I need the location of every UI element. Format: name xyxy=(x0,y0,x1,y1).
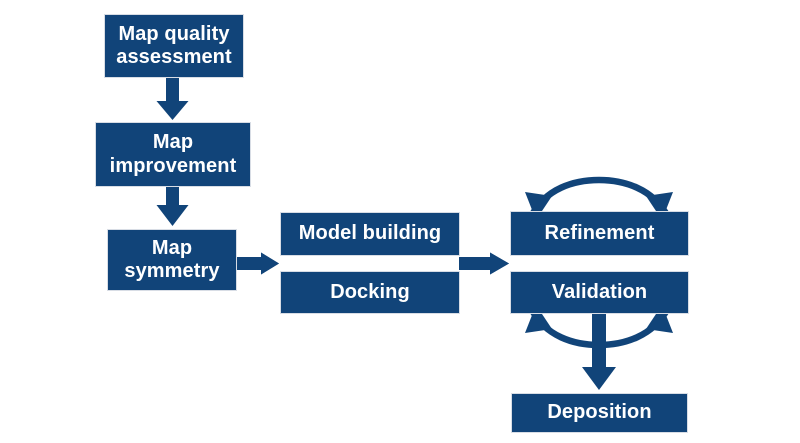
arc-refinement-validation-top xyxy=(525,176,673,220)
node-label: Model building xyxy=(298,222,442,245)
node-deposition[interactable]: Deposition xyxy=(511,393,688,433)
node-validation[interactable]: Validation xyxy=(510,271,689,314)
node-label: Deposition xyxy=(547,401,652,424)
node-label: Docking xyxy=(330,280,410,303)
node-docking[interactable]: Docking xyxy=(280,271,460,314)
node-map-improvement[interactable]: Map improvement xyxy=(95,122,251,187)
node-model-building[interactable]: Model building xyxy=(280,212,460,256)
node-label: Map quality assessment xyxy=(116,22,232,68)
arrow-improvement-to-symmetry xyxy=(156,186,189,226)
node-map-symmetry[interactable]: Map symmetry xyxy=(107,229,237,291)
node-label: Map improvement xyxy=(109,131,237,177)
node-label: Map symmetry xyxy=(124,236,220,282)
node-label: Refinement xyxy=(544,221,655,244)
arrowhead-into-model-building xyxy=(261,252,279,275)
arrowhead-into-refinement xyxy=(490,252,509,275)
arrow-validation-to-deposition xyxy=(582,313,616,390)
node-label: Validation xyxy=(551,280,648,303)
node-refinement[interactable]: Refinement xyxy=(510,211,689,256)
arrow-quality-to-improvement xyxy=(156,77,189,120)
